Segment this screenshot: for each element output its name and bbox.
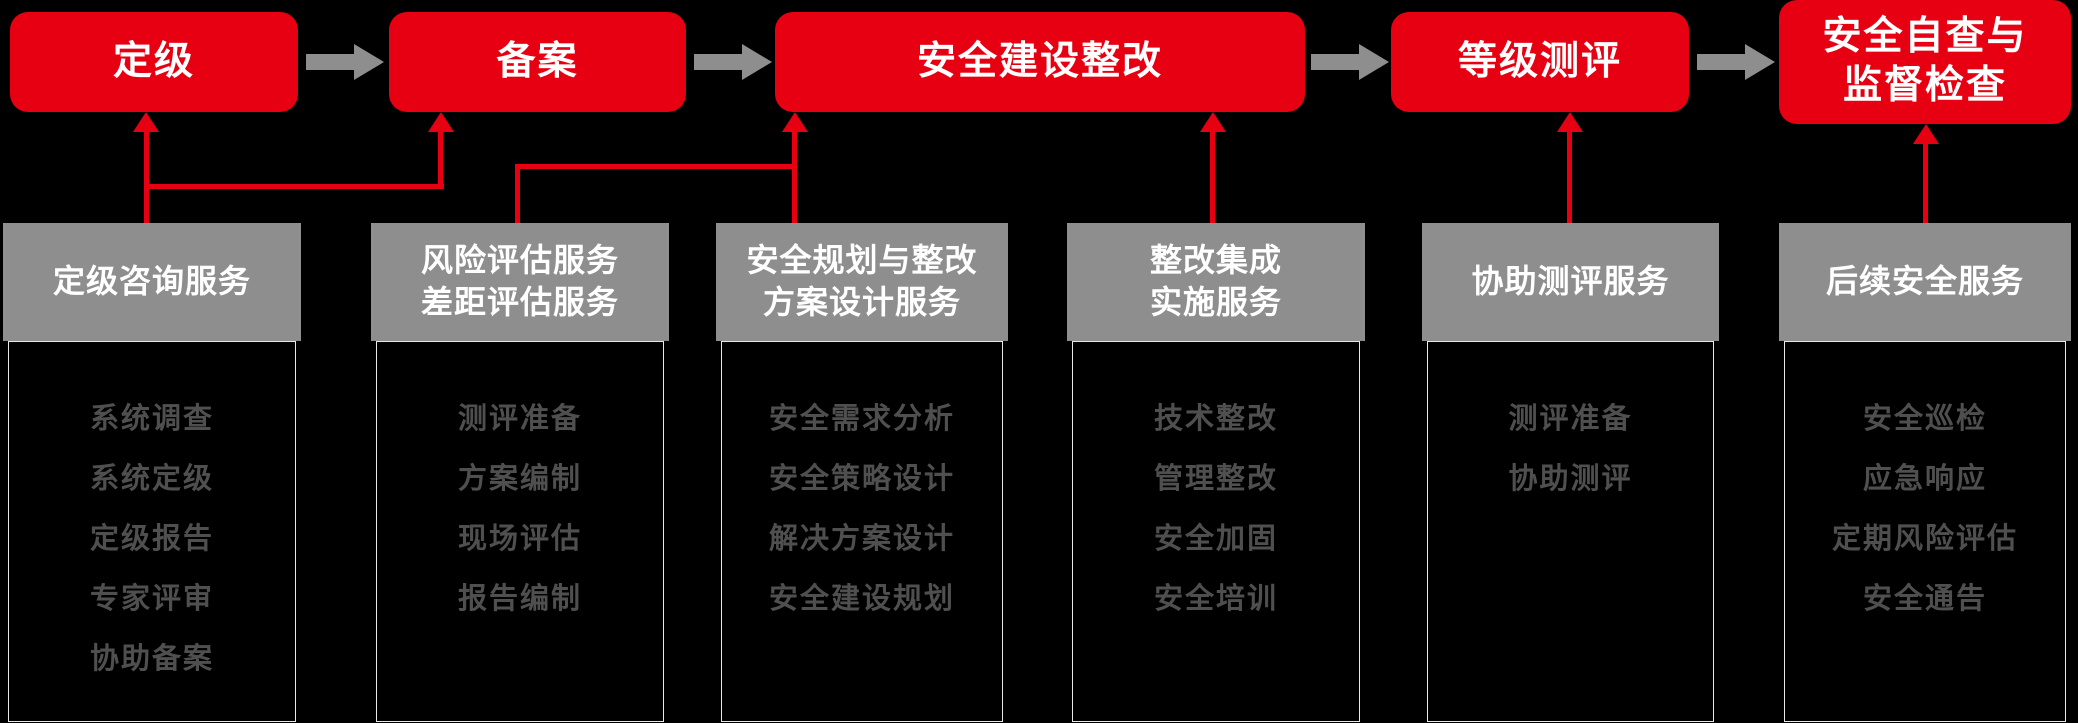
red-up-arrowhead-icon [782,112,808,132]
service-item: 安全通告 [1862,583,1987,615]
service-item: 安全策略设计 [768,463,955,495]
service-item: 技术整改 [1153,403,1278,435]
flow-arrow-icon [694,44,772,80]
red-up-arrowhead-icon [133,112,159,132]
red-up-arrowhead-icon [1557,112,1583,132]
service-header-rectification-implementation: 整改集成 实施服务 [1067,223,1365,341]
arrow-head-icon [742,44,772,80]
service-header-risk-gap-assessment: 风险评估服务 差距评估服务 [371,223,669,341]
arrow-head-icon [354,44,384,80]
arrow-shaft [306,54,354,70]
service-list-rectification-implementation: 技术整改 管理整改 安全加固 安全培训 [1072,341,1360,722]
service-item: 安全建设规划 [768,583,955,615]
red-up-arrowhead-icon [1200,112,1226,132]
service-item: 管理整改 [1153,463,1278,495]
service-header-classification-consulting: 定级咨询服务 [3,223,301,341]
arrow-head-icon [1745,44,1775,80]
service-list-planning-design: 安全需求分析 安全策略设计 解决方案设计 安全建设规划 [721,341,1003,722]
service-header-assisted-evaluation: 协助测评服务 [1422,223,1719,341]
service-item: 定期风险评估 [1831,523,2018,555]
service-list-classification-consulting: 系统调查 系统定级 定级报告 专家评审 协助备案 [8,341,296,722]
service-item: 定级报告 [89,523,214,555]
red-connector-line [515,164,797,169]
service-item: 系统定级 [89,463,214,495]
stage-box-security-construction: 安全建设整改 [775,12,1305,112]
service-item: 协助测评 [1508,463,1633,495]
stage-box-classification: 定级 [10,12,298,112]
stage-box-self-inspection: 安全自查与 监督检查 [1779,0,2071,124]
service-header-planning-design: 安全规划与整改 方案设计服务 [716,223,1008,341]
red-connector-line [792,130,797,223]
service-item: 系统调查 [89,403,214,435]
red-up-arrowhead-icon [428,112,454,132]
stage-box-level-evaluation: 等级测评 [1391,12,1689,112]
stage-box-filing: 备案 [389,12,686,112]
service-list-assisted-evaluation: 测评准备 协助测评 [1427,341,1714,722]
service-item: 专家评审 [89,583,214,615]
service-item: 安全需求分析 [768,403,955,435]
arrow-shaft [1697,54,1745,70]
service-item: 现场评估 [457,523,582,555]
red-connector-line [1567,130,1572,223]
red-connector-line [438,130,443,189]
arrow-shaft [694,54,742,70]
service-header-followup-security: 后续安全服务 [1779,223,2071,341]
red-connector-line [144,184,444,189]
service-item: 安全加固 [1153,523,1278,555]
red-connector-line [1923,142,1928,223]
red-up-arrowhead-icon [1913,124,1939,144]
flow-arrow-icon [1697,44,1775,80]
red-connector-line [144,130,149,223]
arrow-shaft [1311,54,1359,70]
service-item: 方案编制 [457,463,582,495]
service-item: 安全培训 [1153,583,1278,615]
flow-arrow-icon [1311,44,1389,80]
service-item: 解决方案设计 [768,523,955,555]
service-item: 协助备案 [89,643,214,675]
service-list-risk-gap-assessment: 测评准备 方案编制 现场评估 报告编制 [376,341,664,722]
service-item: 应急响应 [1862,463,1987,495]
red-connector-line [1210,130,1215,223]
service-item: 测评准备 [1508,403,1633,435]
service-item: 报告编制 [457,583,582,615]
flow-arrow-icon [306,44,384,80]
red-connector-line [515,164,520,223]
arrow-head-icon [1359,44,1389,80]
service-item: 安全巡检 [1862,403,1987,435]
service-list-followup-security: 安全巡检 应急响应 定期风险评估 安全通告 [1784,341,2066,722]
service-item: 测评准备 [457,403,582,435]
